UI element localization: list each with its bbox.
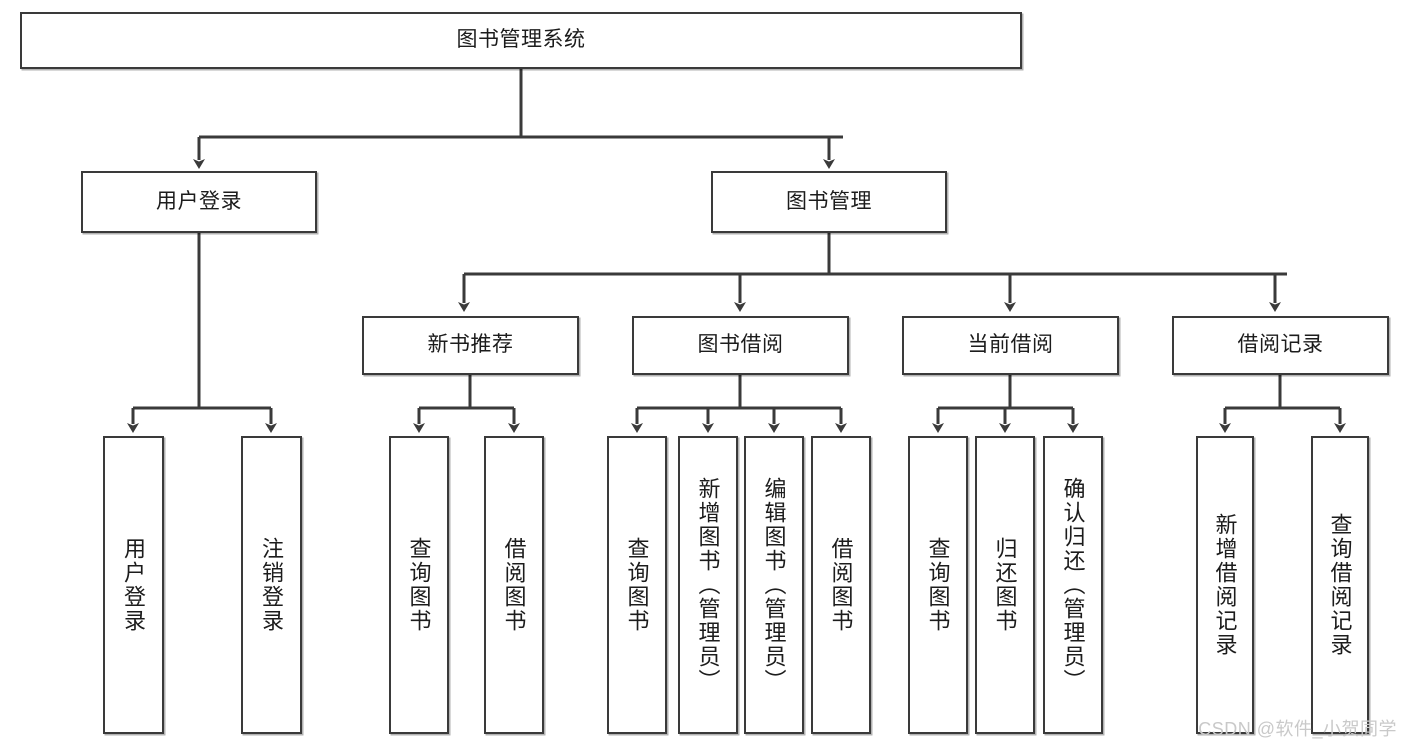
node-label: 借阅记录 [1237,333,1324,357]
node-label: 查询图书 [624,537,650,633]
node-leaf-user-logout[interactable]: 注销登录 [241,436,302,734]
node-label: 新书推荐 [427,333,514,357]
node-label: 用户登录 [156,189,242,213]
node-leaf-return-book[interactable]: 归还图书 [975,436,1035,734]
node-label: 确认归还（管理员） [1060,477,1086,693]
node-root-system[interactable]: 图书管理系统 [20,12,1022,69]
node-label: 编辑图书（管理员） [761,477,787,693]
node-leaf-query-book-current[interactable]: 查询图书 [908,436,968,734]
node-label: 用户登录 [121,537,147,633]
node-label: 归还图书 [992,537,1018,633]
node-leaf-query-borrow-record[interactable]: 查询借阅记录 [1311,436,1369,734]
node-label: 借阅图书 [828,537,854,633]
node-label: 当前借阅 [967,333,1054,357]
node-current-borrow[interactable]: 当前借阅 [902,316,1119,375]
node-user-login[interactable]: 用户登录 [81,171,317,233]
node-leaf-add-borrow-record[interactable]: 新增借阅记录 [1196,436,1254,734]
node-label: 查询借阅记录 [1327,513,1353,657]
node-leaf-edit-book-admin[interactable]: 编辑图书（管理员） [744,436,804,734]
node-leaf-borrow-book[interactable]: 借阅图书 [811,436,871,734]
node-label: 注销登录 [259,537,285,633]
node-leaf-query-book-newbook[interactable]: 查询图书 [389,436,449,734]
node-leaf-confirm-return-admin[interactable]: 确认归还（管理员） [1043,436,1103,734]
node-label: 图书借阅 [697,333,784,357]
node-leaf-user-login[interactable]: 用户登录 [103,436,164,734]
node-leaf-borrow-book-newbook[interactable]: 借阅图书 [484,436,544,734]
node-book-borrow[interactable]: 图书借阅 [632,316,849,375]
node-book-manage[interactable]: 图书管理 [711,171,947,233]
node-borrow-record[interactable]: 借阅记录 [1172,316,1389,375]
node-label: 查询图书 [406,537,432,633]
node-label: 新增借阅记录 [1212,513,1238,657]
node-leaf-add-book-admin[interactable]: 新增图书（管理员） [678,436,738,734]
node-label: 查询图书 [925,537,951,633]
node-label: 图书管理系统 [456,28,586,52]
node-label: 图书管理 [786,189,872,213]
node-new-book-recommend[interactable]: 新书推荐 [362,316,579,375]
node-label: 借阅图书 [501,537,527,633]
node-leaf-query-book-borrow[interactable]: 查询图书 [607,436,667,734]
node-label: 新增图书（管理员） [695,477,721,693]
